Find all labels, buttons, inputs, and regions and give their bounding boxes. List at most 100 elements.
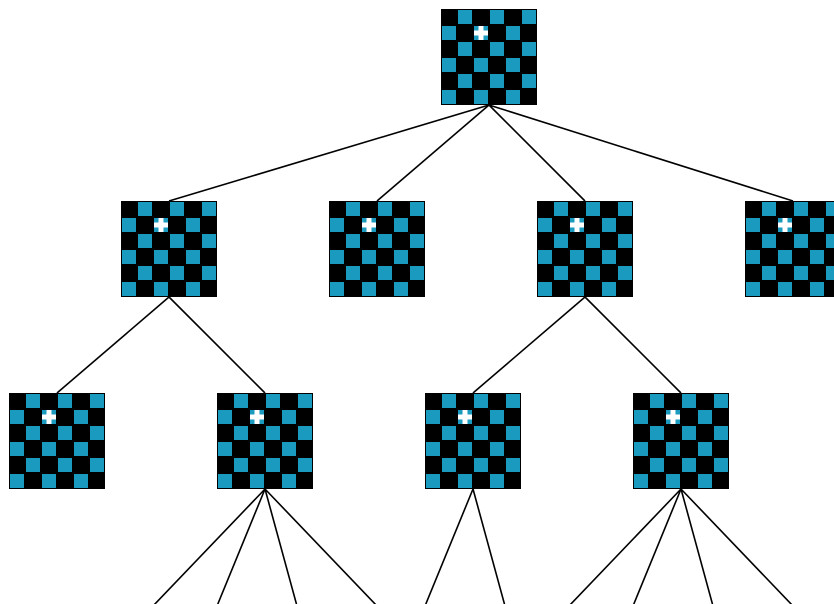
board-cell	[234, 458, 248, 472]
board-cell	[762, 202, 776, 216]
board-cell	[330, 282, 344, 296]
board-cell	[634, 442, 648, 456]
board-cell	[442, 426, 456, 440]
board-cell	[458, 442, 472, 456]
truncated-edge	[424, 488, 474, 604]
board-cell	[698, 410, 712, 424]
board-cell	[202, 234, 216, 248]
board-cell	[714, 458, 728, 472]
board-cell	[266, 458, 280, 472]
board-cell	[698, 474, 712, 488]
board-cell	[346, 234, 360, 248]
board-cell	[218, 410, 232, 424]
tree-edge	[488, 104, 794, 202]
board-cell	[426, 442, 440, 456]
board-cell	[778, 282, 792, 296]
board-cell	[378, 234, 392, 248]
board-cell	[202, 202, 216, 216]
board-node	[633, 393, 729, 489]
board-cell	[122, 282, 136, 296]
board-cell	[90, 394, 104, 408]
board-cell	[554, 266, 568, 280]
board-cell	[266, 426, 280, 440]
board-cell	[506, 90, 520, 104]
board-cell	[666, 474, 680, 488]
board-node	[537, 201, 633, 297]
board-cell	[762, 234, 776, 248]
tree-edge	[376, 104, 490, 202]
board-node	[217, 393, 313, 489]
board-cell	[186, 218, 200, 232]
board-cell	[650, 458, 664, 472]
board-cell	[650, 426, 664, 440]
board-cell	[362, 250, 376, 264]
board-cell	[346, 202, 360, 216]
board-cell	[282, 474, 296, 488]
plus-marker-icon	[778, 218, 792, 232]
board-cell	[474, 394, 488, 408]
board-cell	[266, 394, 280, 408]
board-cell	[186, 250, 200, 264]
board-background	[745, 201, 834, 297]
board-cell	[442, 26, 456, 40]
board-cell	[698, 442, 712, 456]
board-cell	[282, 442, 296, 456]
board-cell	[138, 234, 152, 248]
board-cell	[682, 394, 696, 408]
board-cell	[538, 218, 552, 232]
plus-marker-icon	[458, 410, 472, 424]
board-cell	[170, 234, 184, 248]
board-background	[121, 201, 217, 297]
board-cell	[618, 266, 632, 280]
board-cell	[810, 282, 824, 296]
board-cell	[810, 218, 824, 232]
board-cell	[506, 458, 520, 472]
board-cell	[138, 202, 152, 216]
truncated-edge	[264, 488, 377, 604]
board-cell	[74, 474, 88, 488]
board-cell	[218, 474, 232, 488]
board-cell	[378, 202, 392, 216]
truncated-edge	[264, 488, 298, 604]
board-cell	[682, 458, 696, 472]
board-cell	[522, 74, 536, 88]
plus-marker-icon	[570, 218, 584, 232]
board-cell	[506, 394, 520, 408]
board-cell	[138, 266, 152, 280]
board-cell	[442, 58, 456, 72]
board-cell	[234, 394, 248, 408]
board-cell	[298, 426, 312, 440]
plus-marker-icon	[362, 218, 376, 232]
board-cell	[746, 282, 760, 296]
board-cell	[426, 410, 440, 424]
board-cell	[250, 474, 264, 488]
board-cell	[602, 282, 616, 296]
board-cell	[458, 474, 472, 488]
board-cell	[650, 394, 664, 408]
board-cell	[170, 266, 184, 280]
board-cell	[618, 234, 632, 248]
board-cell	[26, 426, 40, 440]
board-cell	[490, 10, 504, 24]
board-cell	[362, 282, 376, 296]
truncated-edge	[632, 488, 682, 604]
board-cell	[746, 218, 760, 232]
board-cell	[586, 234, 600, 248]
board-cell	[794, 266, 808, 280]
board-cell	[490, 410, 504, 424]
board-cell	[58, 458, 72, 472]
board-background	[217, 393, 313, 489]
board-cell	[330, 218, 344, 232]
board-cell	[826, 234, 834, 248]
board-cell	[410, 234, 424, 248]
board-cell	[74, 442, 88, 456]
board-cell	[458, 10, 472, 24]
board-cell	[42, 474, 56, 488]
board-cell	[538, 250, 552, 264]
truncated-edge	[680, 488, 714, 604]
board-cell	[154, 282, 168, 296]
plus-marker-icon	[474, 26, 488, 40]
board-cell	[554, 234, 568, 248]
truncated-edge	[680, 488, 793, 604]
board-cell	[74, 410, 88, 424]
